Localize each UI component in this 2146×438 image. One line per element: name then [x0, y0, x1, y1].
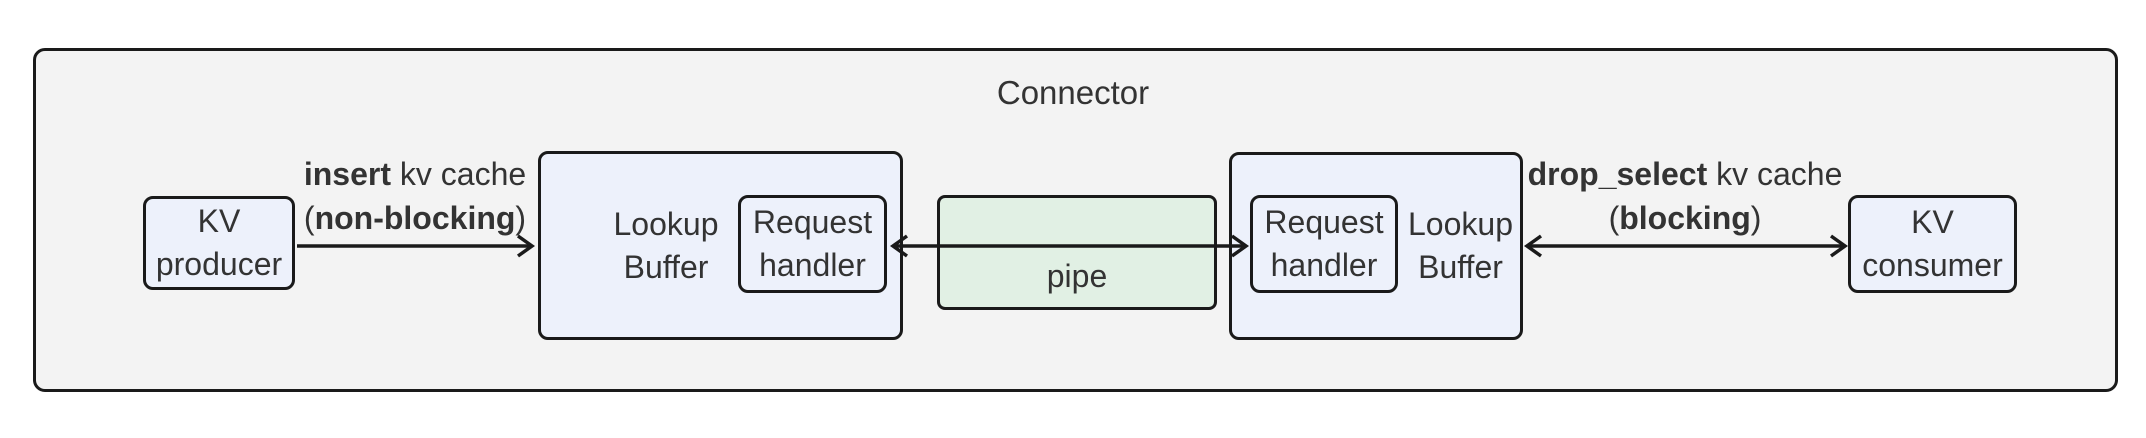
lookup-buffer-right-label: Lookup Buffer: [1398, 155, 1523, 337]
edge-label-insert: insert kv cache (non-blocking): [195, 152, 635, 240]
node-kv-producer: KV producer: [143, 196, 295, 290]
node-label-line: Lookup: [1408, 206, 1513, 242]
node-label-line: KV: [1911, 204, 1954, 240]
edge-label-insert-line2: (non-blocking): [303, 200, 527, 236]
node-label-line: handler: [759, 247, 866, 283]
pipe-label: pipe: [1046, 258, 1108, 294]
lookup-buffer-left-label: Lookup Buffer: [566, 154, 766, 337]
node-kv-consumer: KV consumer: [1848, 195, 2017, 293]
edge-label-drop-select: drop_select kv cache (blocking): [1465, 152, 1905, 240]
node-label-line: Request: [752, 204, 873, 240]
edge-label-drop-line2: (blocking): [1608, 200, 1762, 236]
node-request-handler-left: Request handler: [738, 195, 887, 293]
node-label-line: Buffer: [1418, 249, 1503, 285]
node-label-line: producer: [155, 246, 283, 282]
edge-label-drop-line1: drop_select kv cache: [1527, 156, 1843, 192]
node-label-line: Request: [1264, 204, 1384, 240]
node-request-handler-right: Request handler: [1250, 195, 1398, 293]
node-lookup-buffer-left: Lookup Buffer Request handler: [538, 151, 903, 340]
node-label-line: KV: [197, 203, 241, 239]
node-lookup-buffer-right: Request handler Lookup Buffer: [1229, 152, 1523, 340]
node-label-line: Buffer: [623, 248, 709, 285]
edge-label-insert-line1: insert kv cache: [303, 156, 527, 192]
node-label-line: consumer: [1862, 247, 2003, 283]
connector-title: Connector: [996, 74, 1150, 111]
node-label-line: handler: [1270, 247, 1378, 283]
node-pipe: pipe: [937, 195, 1217, 310]
node-label-line: Lookup: [613, 205, 719, 242]
